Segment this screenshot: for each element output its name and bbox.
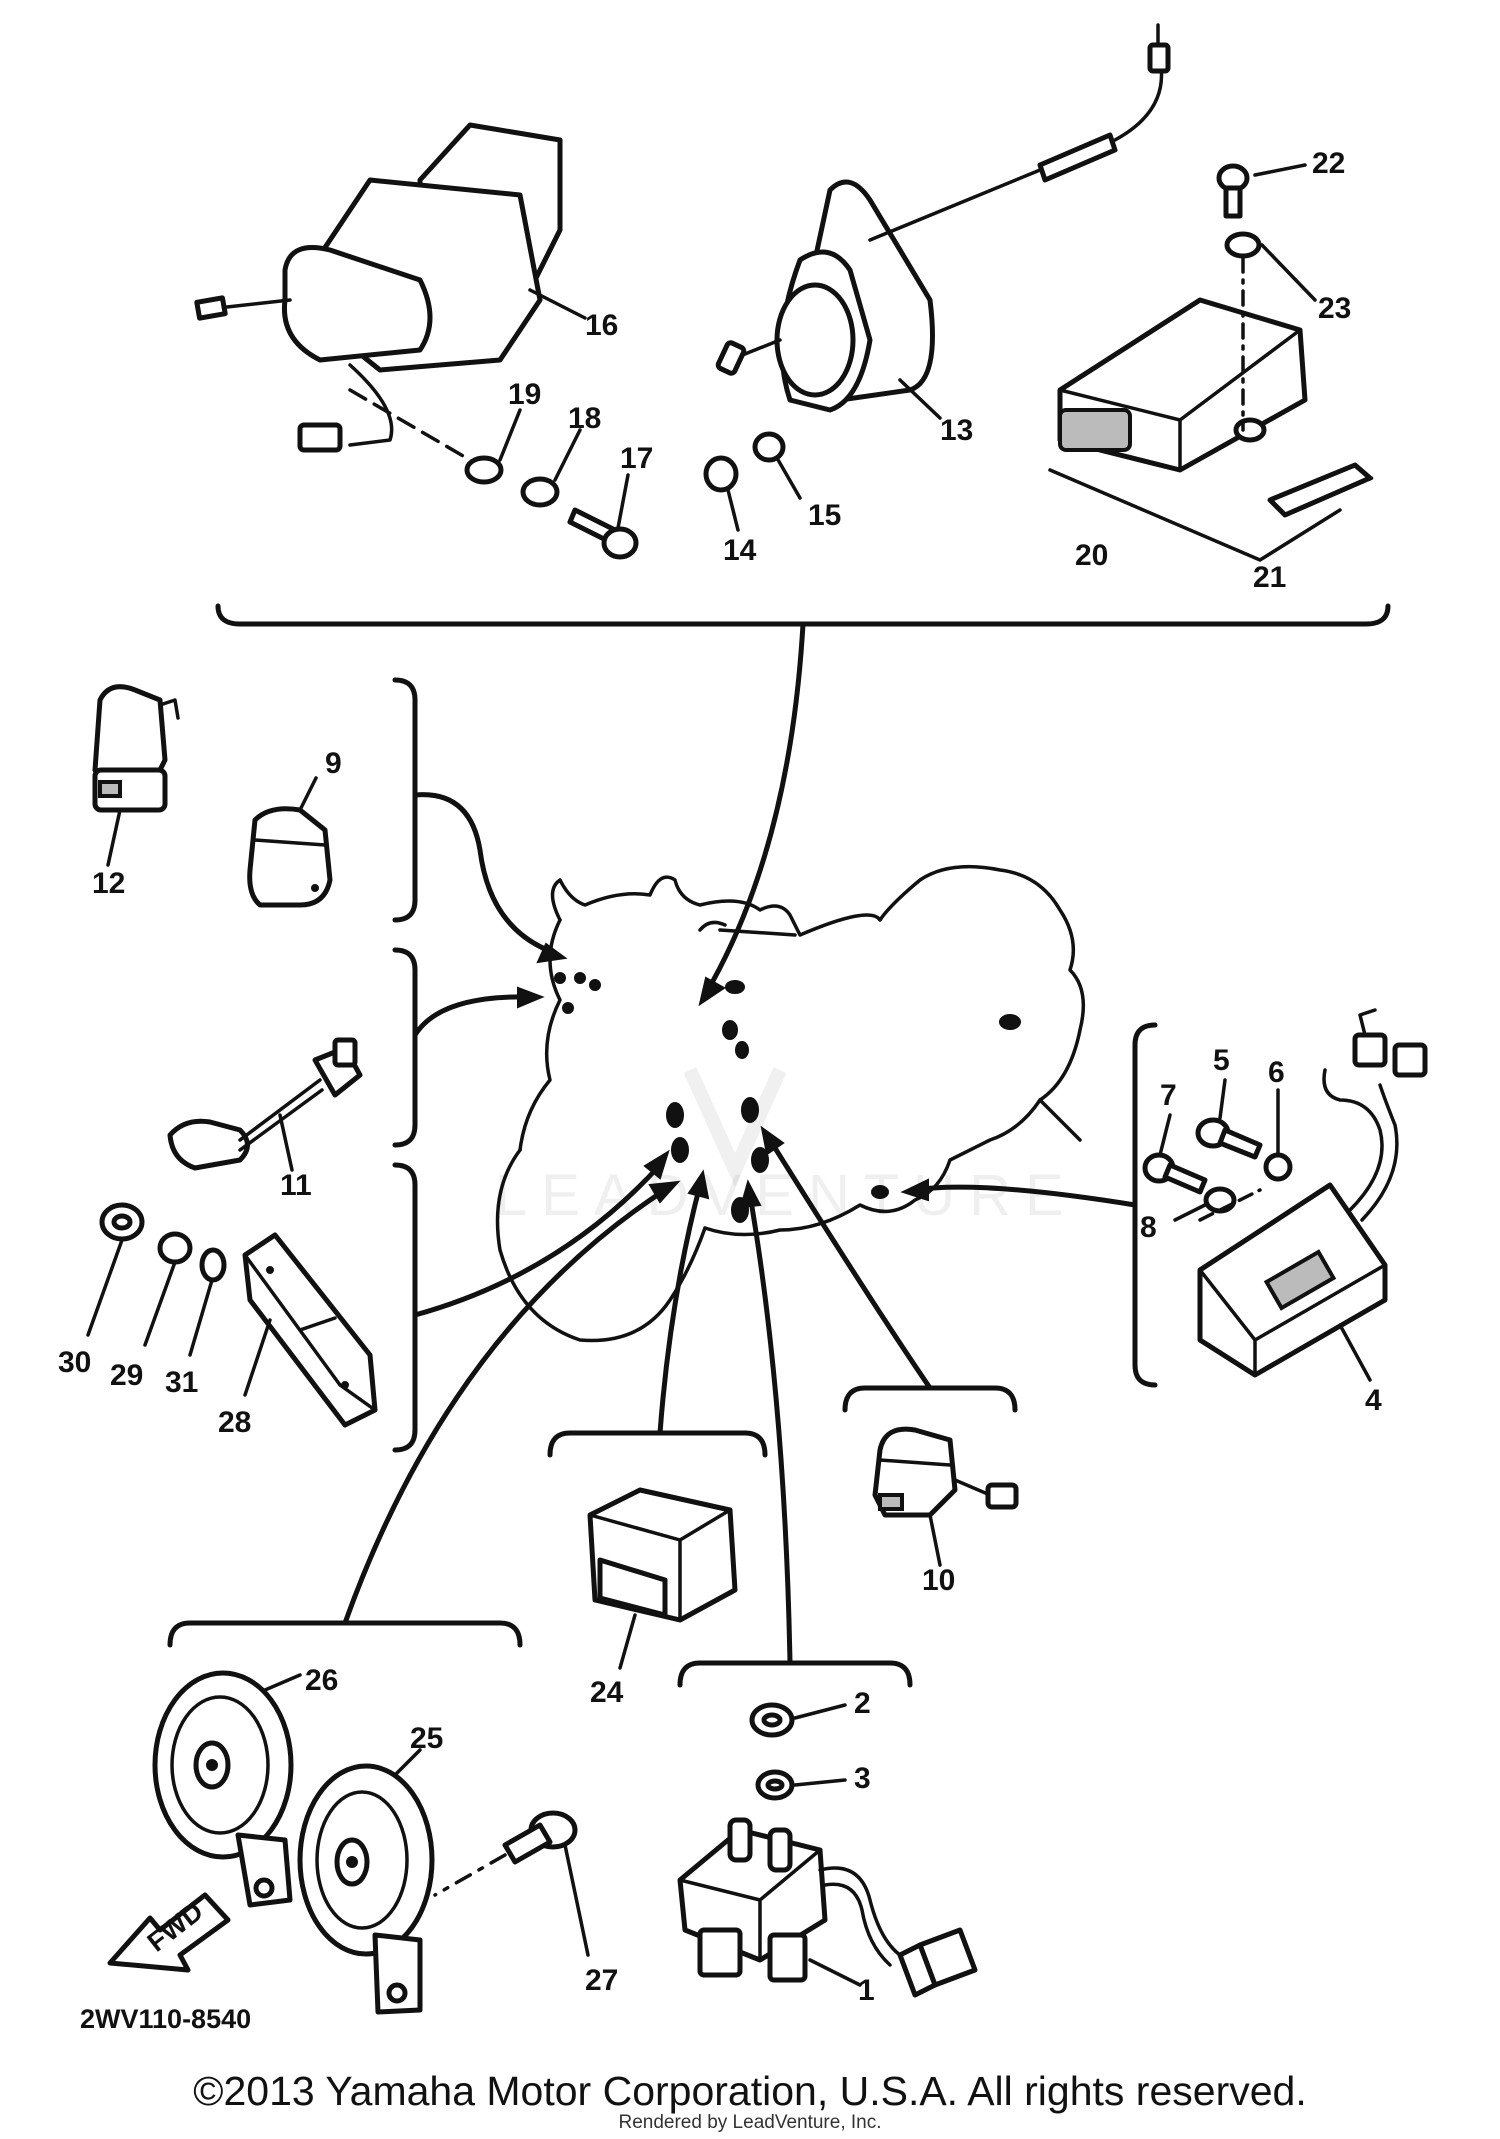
part-23-washer <box>1224 231 1262 259</box>
callout-20: 20 <box>1075 539 1108 572</box>
part-7-bolt <box>1142 1152 1208 1195</box>
arrow-head <box>760 1125 785 1156</box>
arrow-head <box>643 1149 670 1180</box>
arrow-head <box>536 942 568 964</box>
group-24-bracket <box>547 1430 768 1458</box>
group-25-27-bracket <box>167 1620 523 1648</box>
top-group-bracket <box>215 603 1391 627</box>
part-26-horn <box>152 1670 294 1908</box>
arrow-head <box>698 976 726 1007</box>
part-18-washer <box>520 476 560 508</box>
part-4-regulator <box>1197 1008 1428 1378</box>
part-28-flasher <box>242 1232 378 1428</box>
part-5-bolt <box>1195 1117 1263 1160</box>
part-11-sensor-lead <box>167 1037 363 1171</box>
part-3-nut <box>755 1769 795 1801</box>
callout-25: 25 <box>410 1722 443 1755</box>
part-19-washer <box>464 455 504 485</box>
callout-21: 21 <box>1253 561 1286 594</box>
part-22-screw <box>1216 163 1250 219</box>
callouts: 1 2 3 4 5 6 7 8 9 10 11 12 13 14 15 16 1… <box>58 147 1382 2007</box>
callout-3: 3 <box>854 1762 871 1795</box>
arrow-head <box>648 1180 681 1204</box>
group-10-bracket <box>842 1385 1018 1413</box>
callout-29: 29 <box>110 1359 143 1392</box>
watermark: LEADVENTURE <box>495 1067 1078 1228</box>
part-24-relay-box <box>587 1487 738 1623</box>
arrow-group-28-31 <box>412 1162 663 1318</box>
callout-14: 14 <box>723 534 757 567</box>
rendered-by-notice: Rendered by LeadVenture, Inc. <box>618 2112 882 2133</box>
group-11-bracket <box>392 947 418 1148</box>
part-25-horn <box>297 1763 435 2015</box>
arrow-group-9-12 <box>412 792 558 956</box>
callout-30: 30 <box>58 1346 91 1379</box>
callout-24: 24 <box>590 1676 624 1709</box>
arrow-top-group <box>702 621 806 998</box>
part-29-washer <box>157 1231 193 1265</box>
watermark-text: LEADVENTURE <box>495 1163 1078 1228</box>
arrow-group-1-3 <box>747 1192 793 1666</box>
callout-10: 10 <box>922 1564 955 1597</box>
callout-28: 28 <box>218 1406 251 1439</box>
part-30-nut <box>99 1202 145 1242</box>
callout-31: 31 <box>165 1366 198 1399</box>
callout-13: 13 <box>940 414 973 447</box>
callout-16: 16 <box>585 309 618 342</box>
part-9-switch <box>247 806 333 908</box>
callout-7: 7 <box>1160 1079 1177 1112</box>
callout-11: 11 <box>280 1169 312 1202</box>
part-14-clip <box>703 455 739 493</box>
mounting-points <box>554 972 1021 1223</box>
arrow-head <box>517 986 545 1009</box>
group-28-31-bracket <box>392 1162 418 1453</box>
fwd-direction-badge: FWD <box>107 1892 231 1973</box>
part-8-washer <box>1203 1186 1237 1214</box>
arrow-head <box>687 1169 710 1200</box>
callout-6: 6 <box>1268 1056 1285 1089</box>
callout-19: 19 <box>508 378 541 411</box>
callout-23: 23 <box>1318 292 1351 325</box>
group-9-12-bracket <box>392 677 418 923</box>
part-15-clip <box>752 431 786 463</box>
callout-27: 27 <box>585 1964 618 1997</box>
copyright-notice: ©2013 Yamaha Motor Corporation, U.S.A. A… <box>193 2068 1307 2114</box>
part-13-reel-unit <box>715 23 1171 420</box>
callout-2: 2 <box>854 1687 871 1720</box>
callout-22: 22 <box>1312 147 1345 180</box>
drawing-code: 2WV110-8540 <box>80 2004 251 2034</box>
callout-18: 18 <box>568 402 601 435</box>
part-31-washer <box>199 1247 227 1283</box>
part-27-bolt <box>502 1810 578 1865</box>
group-4-8-bracket <box>1132 1022 1158 1388</box>
callout-8: 8 <box>1140 1211 1157 1244</box>
arrow-group-25-27 <box>342 1187 668 1626</box>
part-10-relay <box>872 1426 1019 1518</box>
callout-4: 4 <box>1365 1384 1382 1417</box>
motorcycle-frame-outline <box>495 864 1086 1343</box>
part-2-nut <box>749 1702 795 1738</box>
callout-15: 15 <box>808 499 841 532</box>
part-6-washer <box>1263 1152 1293 1182</box>
arrow-group-4-8 <box>912 1184 1138 1208</box>
callout-9: 9 <box>325 747 342 780</box>
callout-1: 1 <box>858 1974 875 2007</box>
arrow-group-24 <box>657 1182 703 1436</box>
arrow-head <box>900 1178 929 1202</box>
arrow-group-10 <box>767 1137 933 1391</box>
part-20-control-unit <box>1057 297 1308 473</box>
part-1-starter-relay <box>677 1817 978 1998</box>
callout-5: 5 <box>1213 1044 1230 1077</box>
part-16-motor-unit <box>194 122 587 462</box>
callout-17: 17 <box>620 442 653 475</box>
callout-26: 26 <box>305 1664 338 1697</box>
part-17-bolt <box>567 507 639 560</box>
group-1-3-bracket <box>677 1660 913 1688</box>
arrow-group-11 <box>412 994 533 1038</box>
arrow-head <box>739 1179 762 1209</box>
part-21-chip <box>1267 462 1374 518</box>
callout-12: 12 <box>92 867 125 900</box>
part-12-relay <box>92 684 180 813</box>
